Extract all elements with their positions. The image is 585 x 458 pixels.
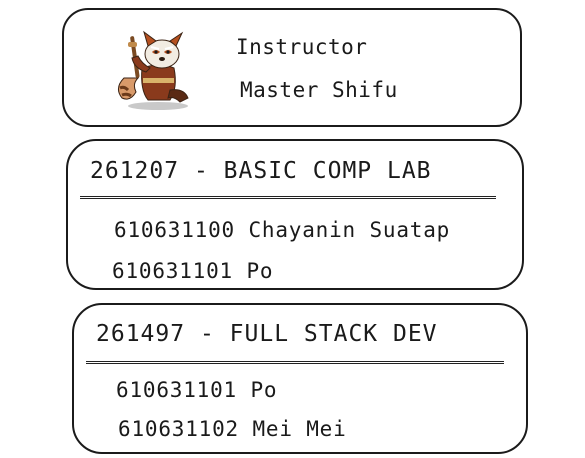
red-panda-avatar-icon	[118, 30, 189, 110]
course-divider	[80, 196, 496, 199]
course-title: 261497 - FULL STACK DEV	[96, 321, 438, 347]
course-card[interactable]: 261207 - BASIC COMP LAB 610631100 Chayan…	[66, 139, 524, 290]
course-separator: -	[193, 158, 209, 184]
course-name: FULL STACK DEV	[229, 321, 438, 347]
course-code: 261207	[90, 158, 180, 184]
course-divider	[86, 361, 504, 364]
student-id: 610631102	[118, 417, 239, 441]
student-id: 610631101	[116, 378, 237, 402]
student-id: 610631101	[112, 259, 233, 283]
instructor-name: Master Shifu	[240, 78, 398, 102]
course-code: 261497	[96, 321, 186, 347]
student-name: Chayanin Suatap	[248, 218, 451, 242]
student-name: Mei Mei	[252, 417, 347, 441]
student-row[interactable]: 610631101 Po	[116, 378, 277, 402]
student-row[interactable]: 610631102 Mei Mei	[118, 417, 347, 441]
course-separator: -	[199, 321, 215, 347]
student-row[interactable]: 610631101 Po	[112, 259, 273, 283]
student-name: Po	[246, 259, 274, 283]
instructor-card[interactable]: Instructor Master Shifu	[62, 8, 522, 127]
student-row[interactable]: 610631100 Chayanin Suatap	[114, 218, 450, 242]
instructor-role-label: Instructor	[236, 35, 368, 59]
student-id: 610631100	[114, 218, 235, 242]
course-name: BASIC COMP LAB	[223, 158, 432, 184]
student-name: Po	[250, 378, 278, 402]
course-card[interactable]: 261497 - FULL STACK DEV 610631101 Po 610…	[72, 303, 528, 454]
course-title: 261207 - BASIC COMP LAB	[90, 158, 432, 184]
